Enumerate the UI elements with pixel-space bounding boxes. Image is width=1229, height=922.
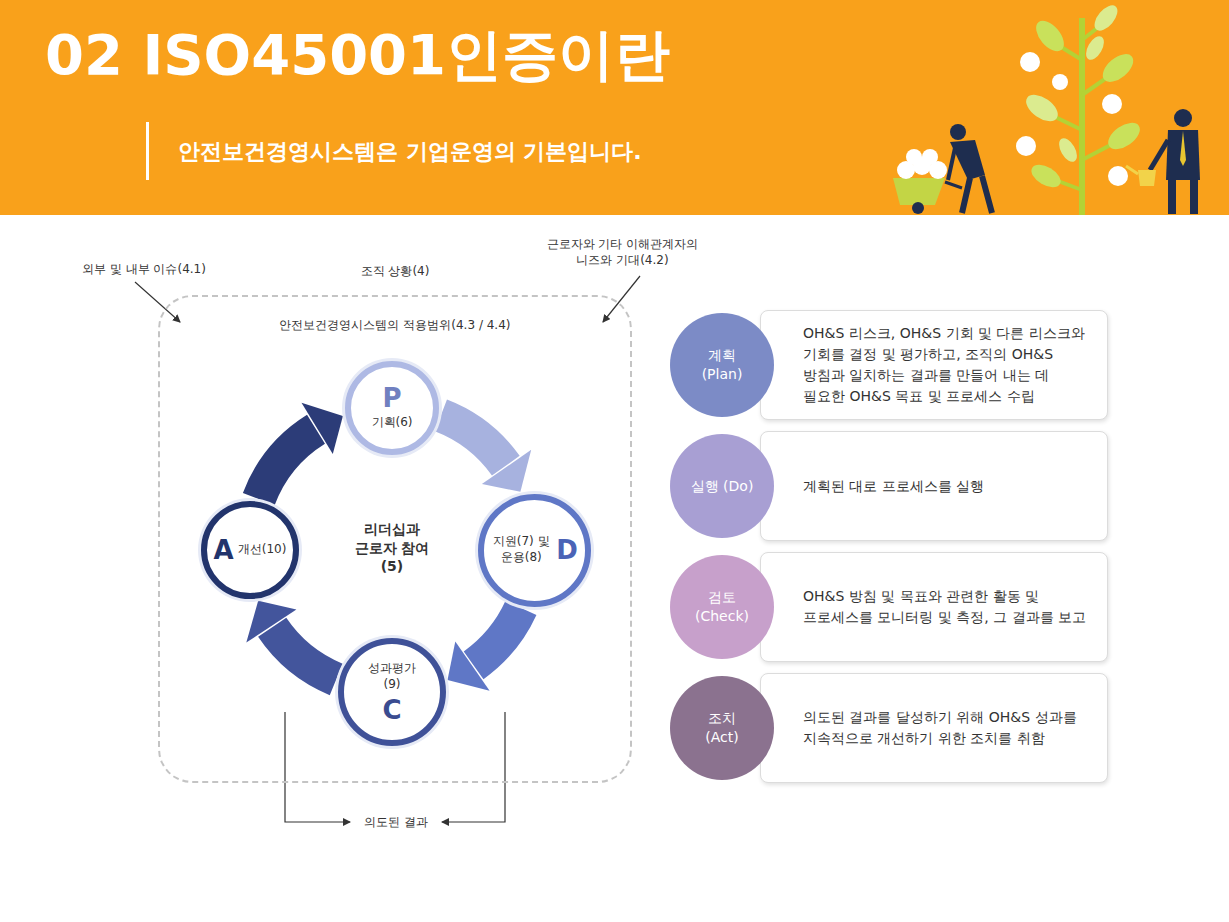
pdca-circle: 지원(7) 및 운용(8)D — [478, 494, 591, 607]
cycle-arrow — [259, 403, 343, 499]
description-text: OH&S 방침 및 목표와 관련한 활동 및 프로세스를 모니터링 및 측정, … — [803, 586, 1091, 628]
phase-circle: 조치 (Act) — [670, 676, 774, 780]
pdca-label: 성과평가(9) — [361, 661, 423, 692]
pdca-circle: P 기획(6) — [345, 361, 439, 455]
phase-circle: 검토 (Check) — [670, 555, 774, 659]
circle-content: 성과평가(9) C — [361, 661, 423, 722]
label: 리더십과 근로자 참여 (5) — [350, 520, 434, 577]
subtitle: 안전보건경영시스템은 기업운영의 기본입니다. — [178, 137, 798, 167]
pdca-label: 개선(10) — [238, 542, 287, 558]
result-bracket — [442, 712, 505, 822]
phase-label: 조치 (Act) — [690, 709, 754, 747]
circle-content: 지원(7) 및 운용(8)D — [490, 534, 578, 565]
wheelbarrow-figure — [893, 124, 992, 214]
pdca-circle: A개선(10) — [201, 501, 299, 599]
description-text: 의도된 결과를 달성하기 위해 OH&S 성과를 지속적으로 개선하기 위한 조… — [803, 707, 1091, 749]
pdca-letter: D — [556, 537, 578, 563]
label: 근로자와 기타 이해관계자의 니즈와 기대(4.2) — [535, 236, 710, 268]
label: 외부 및 내부 이슈(4.1) — [82, 261, 262, 277]
description-box: 계획된 대로 프로세스를 실행 — [760, 431, 1108, 541]
pdca-label: 지원(7) 및 운용(8) — [490, 534, 552, 565]
pdca-letter: A — [214, 537, 234, 563]
phase-circle: 실행 (Do) — [670, 434, 774, 538]
header-band: 02 ISO45001인증이란안전보건경영시스템은 기업운영의 기본입니다. — [0, 0, 1229, 215]
frame-text: 안전보건경영시스템의 적용범위(4.3 / 4.4) — [170, 317, 620, 333]
phase-label: 계획 (Plan) — [690, 346, 754, 384]
description-text: 계획된 대로 프로세스를 실행 — [803, 476, 1091, 497]
standing-figure — [1126, 109, 1200, 214]
cycle-arrow — [441, 415, 531, 491]
description-text: OH&S 리스크, OH&S 기회 및 다른 리스크와 기회를 결정 및 평가하… — [803, 323, 1091, 407]
label: 의도된 결과 — [356, 814, 436, 830]
description-box: 의도된 결과를 달성하기 위해 OH&S 성과를 지속적으로 개선하기 위한 조… — [760, 673, 1108, 783]
page-title: 02 ISO45001인증이란 — [45, 20, 945, 90]
circle-content: A개선(10) — [214, 537, 287, 563]
description-box: OH&S 리스크, OH&S 기회 및 다른 리스크와 기회를 결정 및 평가하… — [760, 310, 1108, 420]
pdca-circle: 성과평가(9) C — [338, 638, 446, 746]
tree — [1016, 1, 1144, 215]
pdca-label: 기획(6) — [372, 415, 413, 431]
subtitle-bar — [146, 122, 149, 180]
phase-circle: 계획 (Plan) — [670, 313, 774, 417]
cycle-arrow — [448, 608, 522, 691]
frame-heading: 조직 상황(4) — [170, 263, 620, 279]
description-box: OH&S 방침 및 목표와 관련한 활동 및 프로세스를 모니터링 및 측정, … — [760, 552, 1108, 662]
pdca-letter: P — [382, 385, 401, 411]
phase-label: 실행 (Do) — [690, 477, 754, 496]
phase-label: 검토 (Check) — [690, 588, 754, 626]
result-bracket — [285, 712, 350, 822]
leader-line — [603, 276, 640, 322]
pdca-letter: C — [382, 697, 401, 723]
cycle-arrow — [246, 601, 336, 680]
circle-content: P 기획(6) — [372, 385, 413, 431]
scope-frame: 조직 상황(4)안전보건경영시스템의 적용범위(4.3 / 4.4)P기획(6)… — [158, 295, 632, 783]
leader-line — [135, 282, 180, 322]
